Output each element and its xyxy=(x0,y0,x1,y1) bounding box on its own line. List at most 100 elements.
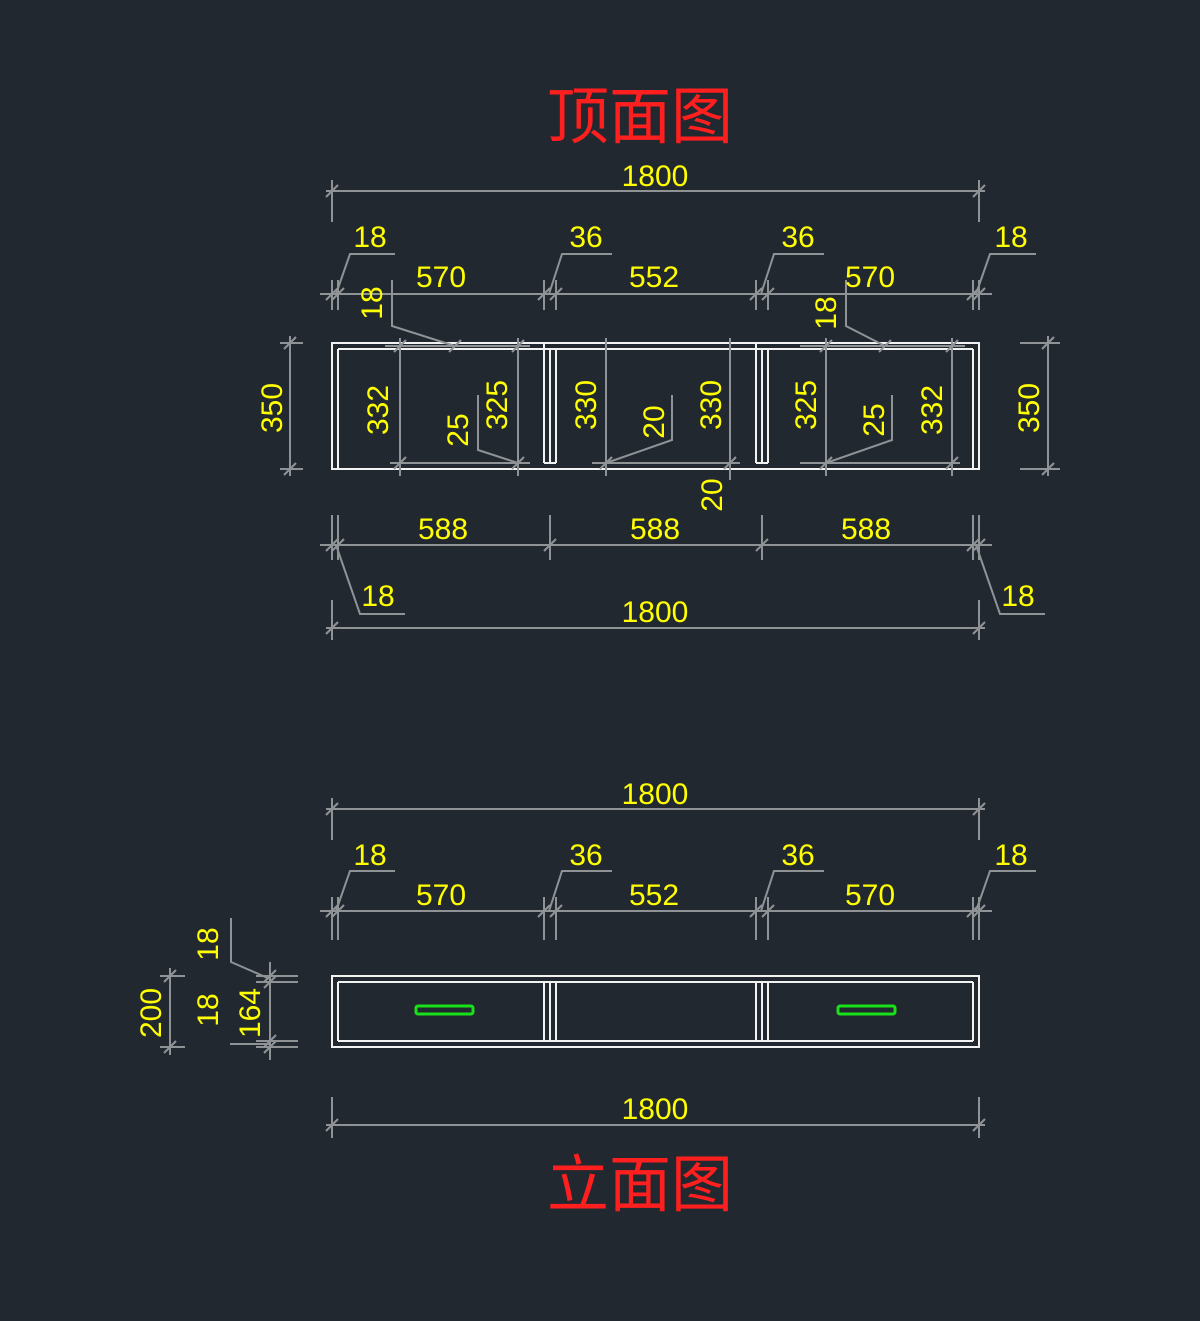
dimension-tick-20 xyxy=(393,456,407,470)
fv-divider-b-label: 36 xyxy=(781,839,814,872)
dim-tv-back-left-leader xyxy=(391,280,456,347)
fv-bay-right-label: 570 xyxy=(845,879,895,912)
handle-right-icon xyxy=(836,1004,897,1016)
dimension-tick-19 xyxy=(1041,462,1055,476)
dimension-tick-6 xyxy=(749,287,763,301)
dimension-tick-43 xyxy=(972,904,986,918)
dim-tv-leader-18-right xyxy=(975,253,1036,295)
dim-tv-back-right-leader xyxy=(845,280,886,347)
dimension-tick-51 xyxy=(972,1118,986,1132)
dim-fv-top-panel-leader xyxy=(230,918,271,980)
top-view-outer-outline xyxy=(331,342,980,470)
dimension-tick-5 xyxy=(549,287,563,301)
tv-module-b-label: 588 xyxy=(630,513,680,546)
tv-overall-top-label: 1800 xyxy=(622,160,689,193)
tv-inner-330-b-label: 330 xyxy=(695,380,728,430)
dim-fv-leader-36-b xyxy=(760,870,824,912)
fv-panel-b-label: 18 xyxy=(994,839,1027,872)
dim-tv-leader-36-b xyxy=(760,253,824,295)
fv-panel-a-label: 18 xyxy=(353,839,386,872)
dimension-tick-49 xyxy=(263,1040,277,1054)
dimension-tick-31 xyxy=(972,538,986,552)
dim-fv-leader-36-a xyxy=(548,870,612,912)
dimension-tick-3 xyxy=(331,287,345,301)
dimension-tick-24 xyxy=(819,456,833,470)
dimension-tick-29 xyxy=(755,538,769,552)
dimension-tick-47 xyxy=(263,975,277,989)
dim-tv-gap-25-left-leader xyxy=(477,395,519,464)
tv-end-left-label: 18 xyxy=(361,580,394,613)
dimension-tick-39 xyxy=(549,904,563,918)
tv-gap-25-left-label: 25 xyxy=(442,413,475,446)
fv-overall-top-label: 1800 xyxy=(622,778,689,811)
dimension-tick-22 xyxy=(599,456,613,470)
dimension-tick-1 xyxy=(972,184,986,198)
dim-tv-leader-36-a xyxy=(548,253,612,295)
dimension-tick-9 xyxy=(972,287,986,301)
dimension-tick-48 xyxy=(263,1034,277,1048)
dimension-tick-15 xyxy=(945,339,959,353)
dimension-tick-26 xyxy=(325,538,339,552)
tv-gap-20-b-label: 20 xyxy=(696,478,729,511)
dimension-tick-0 xyxy=(325,184,339,198)
dimension-tick-50 xyxy=(325,1118,339,1132)
tv-module-c-label: 588 xyxy=(841,513,891,546)
dimension-tick-11 xyxy=(448,339,462,353)
top-view-title: 顶面图 xyxy=(547,80,733,153)
top-view-dimension-text: 1800 18 36 36 18 570 552 570 18 18 350 3… xyxy=(256,160,1046,629)
tv-divider-b-label: 36 xyxy=(781,221,814,254)
tv-inner-325-right-label: 325 xyxy=(790,380,823,430)
dimension-tick-12 xyxy=(511,339,525,353)
tv-inner-330-a-label: 330 xyxy=(570,380,603,430)
front-view-handles xyxy=(414,1004,897,1016)
dimension-tick-16 xyxy=(283,336,297,350)
handle-left-icon xyxy=(414,1004,475,1016)
front-view-dimension-text: 1800 18 36 36 18 570 552 570 200 18 18 1… xyxy=(135,778,1028,1126)
tv-inner-332-right-label: 332 xyxy=(916,385,949,435)
front-view-title: 立面图 xyxy=(547,1148,733,1221)
dimension-tick-33 xyxy=(972,621,986,635)
fv-bay-left-label: 570 xyxy=(416,879,466,912)
dimension-tick-14 xyxy=(878,339,892,353)
tv-back-right-label: 18 xyxy=(810,296,843,329)
dimension-tick-23 xyxy=(723,456,737,470)
tv-panel-top-a-label: 18 xyxy=(353,221,386,254)
fv-overall-bottom-label: 1800 xyxy=(622,1093,689,1126)
dimension-tick-30 xyxy=(966,538,980,552)
tv-end-right-label: 18 xyxy=(1001,580,1034,613)
dim-tv-end-right-leader xyxy=(975,544,1045,615)
dimension-tick-38 xyxy=(537,904,551,918)
dim-tv-leader-18-left xyxy=(335,253,395,295)
tv-bay-mid-label: 552 xyxy=(629,261,679,294)
dim-tv-end-left-leader xyxy=(335,544,405,615)
dim-fv-leader-18-right xyxy=(975,870,1036,912)
tv-bay-left-label: 570 xyxy=(416,261,466,294)
fv-bottom-panel-label: 18 xyxy=(192,993,225,1026)
dimension-tick-34 xyxy=(325,802,339,816)
dim-tv-gap-20-a-leader xyxy=(605,395,673,464)
tv-back-left-label: 18 xyxy=(356,286,389,319)
tv-depth-right-label: 350 xyxy=(1013,383,1046,433)
dimension-tick-40 xyxy=(749,904,763,918)
tv-bay-right-label: 570 xyxy=(845,261,895,294)
fv-bay-mid-label: 552 xyxy=(629,879,679,912)
tv-inner-332-left-label: 332 xyxy=(362,385,395,435)
front-view-cabinet xyxy=(331,975,980,1048)
fv-height-label: 200 xyxy=(135,988,168,1038)
dimension-tick-45 xyxy=(163,1040,177,1054)
dimension-tick-46 xyxy=(263,969,277,983)
dimension-tick-2 xyxy=(325,287,339,301)
dimension-tick-8 xyxy=(966,287,980,301)
fv-inner-height-label: 164 xyxy=(234,988,267,1038)
fv-divider-a-label: 36 xyxy=(569,839,602,872)
dim-fv-leader-18-left xyxy=(335,870,395,912)
fv-top-panel-label: 18 xyxy=(192,927,225,960)
tv-divider-a-label: 36 xyxy=(569,221,602,254)
dimension-tick-7 xyxy=(761,287,775,301)
dimension-ticks xyxy=(163,184,1055,1132)
dimension-tick-17 xyxy=(283,462,297,476)
dimension-tick-4 xyxy=(537,287,551,301)
tv-inner-325-left-label: 325 xyxy=(481,380,514,430)
dimension-tick-42 xyxy=(966,904,980,918)
